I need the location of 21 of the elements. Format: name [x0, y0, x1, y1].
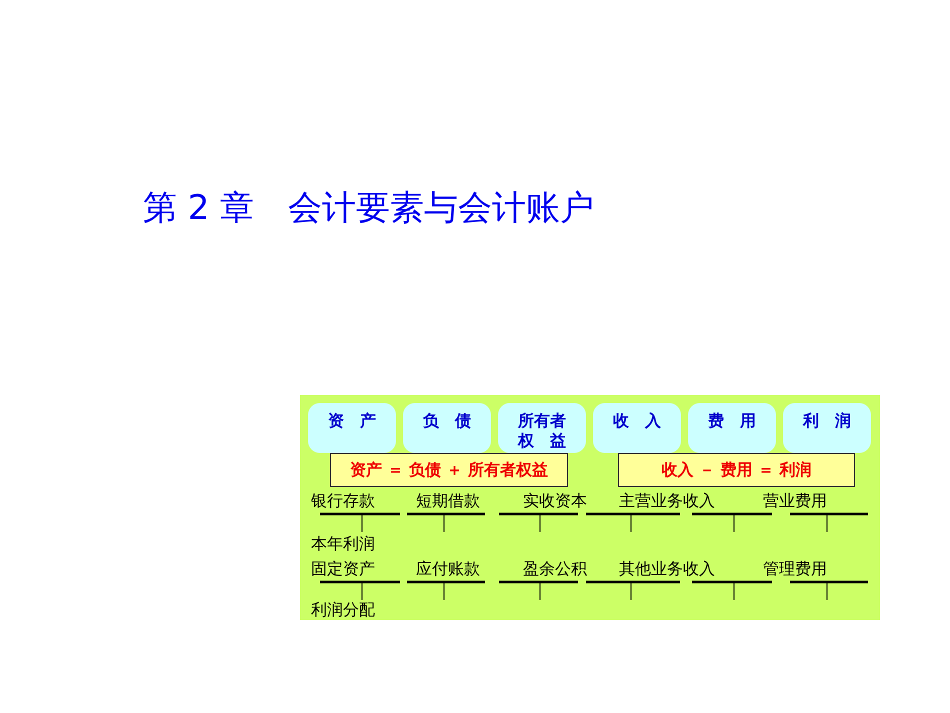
equation-box: 资产 ＝ 负债 ＋ 所有者权益 [330, 453, 568, 487]
title: 第 2 章 会计要素与会计账户 [143, 187, 594, 230]
equation-box: 收入 － 费用 ＝ 利润 [618, 453, 855, 487]
account-name: 管理费用 [763, 560, 827, 578]
account-name: 固定资产 [311, 560, 375, 578]
account-name: 主营业务收入 [619, 492, 715, 510]
account-name: 利润分配 [311, 601, 375, 619]
account-name: 应付账款 [416, 560, 480, 578]
element-box: 负 债 [403, 403, 491, 453]
account-name: 银行存款 [311, 492, 375, 510]
element-box: 收 入 [593, 403, 681, 453]
account-name: 短期借款 [416, 492, 480, 510]
account-name: 本年利润 [311, 535, 375, 553]
element-box: 所有者权 益 [498, 403, 586, 453]
account-name: 营业费用 [763, 492, 827, 510]
element-box: 资 产 [308, 403, 396, 453]
element-box: 利 润 [783, 403, 871, 453]
account-name: 盈余公积 [523, 560, 587, 578]
account-name: 实收资本 [523, 492, 587, 510]
account-name: 其他业务收入 [619, 560, 715, 578]
element-box: 费 用 [688, 403, 776, 453]
